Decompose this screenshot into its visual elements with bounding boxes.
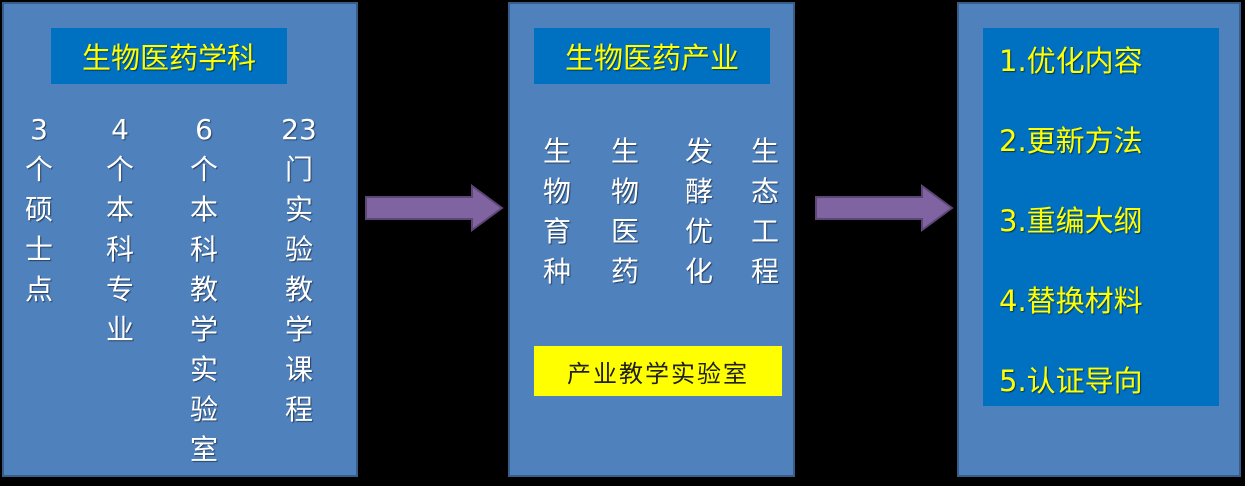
column-character: 门 [284, 153, 313, 186]
industry-column-ecology: 生态工程 [742, 132, 788, 292]
discipline-title: 生物医药学科 [51, 28, 287, 84]
column-character: 硕 [24, 193, 53, 226]
discipline-column-courses: 23 门实验教学课程 [274, 110, 324, 430]
industry-panel: 生物医药产业 生物育种 生物医药 发酵优化 生态工程 产业教学实验室 [508, 2, 795, 477]
column-character: 种 [542, 255, 571, 288]
column-character: 实 [284, 193, 313, 226]
column-character: 23 [281, 113, 317, 146]
column-character: 医 [610, 215, 639, 248]
column-character: 业 [105, 313, 134, 346]
industry-column-medicine: 生物医药 [602, 132, 648, 292]
right-arrow-icon [815, 184, 954, 232]
column-character: 学 [284, 313, 313, 346]
column-character: 点 [24, 273, 53, 306]
column-character: 士 [24, 233, 53, 266]
reform-item: 1.优化内容 [999, 44, 1143, 78]
column-character: 程 [750, 255, 779, 288]
right-arrow-icon [365, 184, 504, 232]
column-character: 本 [105, 193, 134, 226]
column-character: 教 [189, 273, 218, 306]
column-character: 本 [189, 193, 218, 226]
column-character: 科 [105, 233, 134, 266]
discipline-column-masters: 3 个硕士点 [14, 110, 64, 310]
column-character: 4 [111, 113, 129, 146]
column-character: 学 [189, 313, 218, 346]
column-character: 科 [189, 233, 218, 266]
column-character: 生 [542, 135, 571, 168]
column-character: 实 [189, 353, 218, 386]
column-character: 工 [750, 215, 779, 248]
column-character: 化 [684, 255, 713, 288]
column-character: 酵 [684, 175, 713, 208]
discipline-column-labs: 6 个本科教学实验室 [179, 110, 229, 470]
column-character: 生 [610, 135, 639, 168]
column-character: 个 [24, 153, 53, 186]
column-character: 发 [684, 135, 713, 168]
column-character: 教 [284, 273, 313, 306]
column-character: 课 [284, 353, 313, 386]
column-character: 3 [30, 113, 48, 146]
column-character: 物 [542, 175, 571, 208]
column-character: 物 [610, 175, 639, 208]
reform-list: 1.优化内容 2.更新方法 3.重编大纲 4.替换材料 5.认证导向 [983, 28, 1219, 406]
column-character: 个 [105, 153, 134, 186]
column-character: 药 [610, 255, 639, 288]
column-character: 专 [105, 273, 134, 306]
industry-column-fermentation: 发酵优化 [676, 132, 722, 292]
column-character: 态 [750, 175, 779, 208]
reform-item: 4.替换材料 [999, 284, 1143, 318]
discipline-column-majors: 4 个本科专业 [95, 110, 145, 350]
column-character: 生 [750, 135, 779, 168]
reform-item: 2.更新方法 [999, 124, 1143, 158]
industry-title: 生物医药产业 [534, 28, 770, 84]
reform-item: 3.重编大纲 [999, 204, 1143, 238]
reform-item: 5.认证导向 [999, 364, 1143, 398]
column-character: 优 [684, 215, 713, 248]
industry-lab-label: 产业教学实验室 [534, 346, 782, 396]
column-character: 6 [195, 113, 213, 146]
column-character: 室 [189, 433, 218, 466]
industry-column-breeding: 生物育种 [534, 132, 580, 292]
column-character: 育 [542, 215, 571, 248]
column-character: 验 [284, 233, 313, 266]
column-character: 个 [189, 153, 218, 186]
column-character: 验 [189, 393, 218, 426]
reform-panel: 1.优化内容 2.更新方法 3.重编大纲 4.替换材料 5.认证导向 [957, 2, 1241, 477]
column-character: 程 [284, 393, 313, 426]
